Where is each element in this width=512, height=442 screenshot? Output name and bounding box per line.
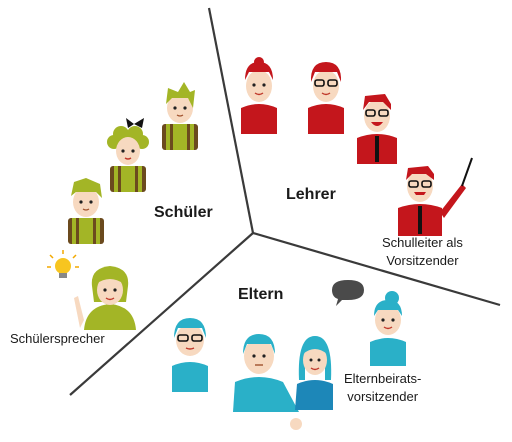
- group-title-lehrer: Lehrer: [286, 186, 336, 203]
- student-figure-1: [162, 82, 198, 150]
- group-title-schueler: Schüler: [154, 204, 213, 221]
- student-figure-2: [107, 118, 149, 192]
- role-label-elternbeirat: Elternbeirats- vorsitzender: [344, 370, 421, 406]
- role-label-schulleiter-line2: Vorsitzender: [386, 253, 459, 268]
- parent-figure-3: [295, 336, 333, 410]
- role-label-elternbeirat-line1: Elternbeirats-: [344, 371, 422, 386]
- parent-figure-1: [172, 318, 208, 392]
- teacher-figure-1: [241, 57, 277, 134]
- role-label-schuelersprecher: Schülersprecher: [10, 331, 105, 346]
- principal-figure: [398, 166, 466, 236]
- student-speaker-figure: [74, 266, 136, 330]
- speech-bubble-icon: [332, 280, 364, 306]
- parent-figure-2: [233, 334, 299, 412]
- teacher-figure-3: [357, 94, 397, 164]
- teacher-figure-2: [308, 62, 344, 134]
- divider-line-right: [252, 231, 501, 307]
- student-figure-3: [68, 178, 104, 244]
- pointer-stick-icon: [461, 157, 473, 187]
- group-title-eltern: Eltern: [238, 286, 284, 303]
- role-label-schulleiter: Schulleiter als Vorsitzender: [382, 234, 463, 270]
- role-label-elternbeirat-line2: vorsitzender: [347, 389, 419, 404]
- lightbulb-icon: [47, 250, 79, 278]
- divider-line-left: [69, 232, 254, 396]
- holding-hands: [290, 418, 302, 430]
- divider-line-top: [207, 7, 255, 234]
- role-label-schulleiter-line1: Schulleiter als: [382, 235, 463, 250]
- parent-council-chair-figure: [370, 291, 406, 366]
- divider-lines: [69, 7, 501, 396]
